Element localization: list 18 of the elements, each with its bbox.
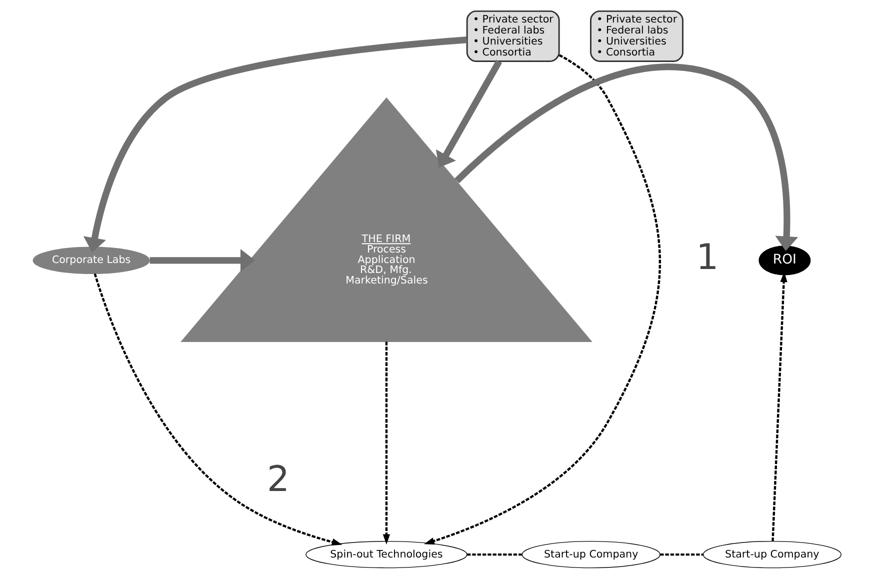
- connector: [467, 553, 522, 556]
- arrow: [83, 36, 468, 252]
- connector: [660, 553, 704, 556]
- arrow: [94, 273, 342, 546]
- node-ellipse: Corporate Labs: [32, 246, 150, 274]
- arrow: [436, 60, 502, 168]
- label: 2: [267, 458, 290, 500]
- arrow: [454, 64, 798, 252]
- label: 1: [696, 237, 719, 278]
- arrow: [150, 248, 255, 272]
- node-box: • Private sector • Federal labs • Universities • Consortia: [590, 10, 684, 62]
- arrow: [424, 54, 661, 544]
- node-ellipse: Start-up Company: [522, 540, 660, 568]
- node-ellipse: Start-up Company: [702, 540, 842, 568]
- node-box: • Private sector • Federal labs • Universities • Consortia: [466, 10, 560, 62]
- node-ellipse: Spin-out Technologies: [306, 540, 468, 568]
- node-ellipse: ROI: [758, 246, 811, 276]
- arrow: [382, 342, 390, 545]
